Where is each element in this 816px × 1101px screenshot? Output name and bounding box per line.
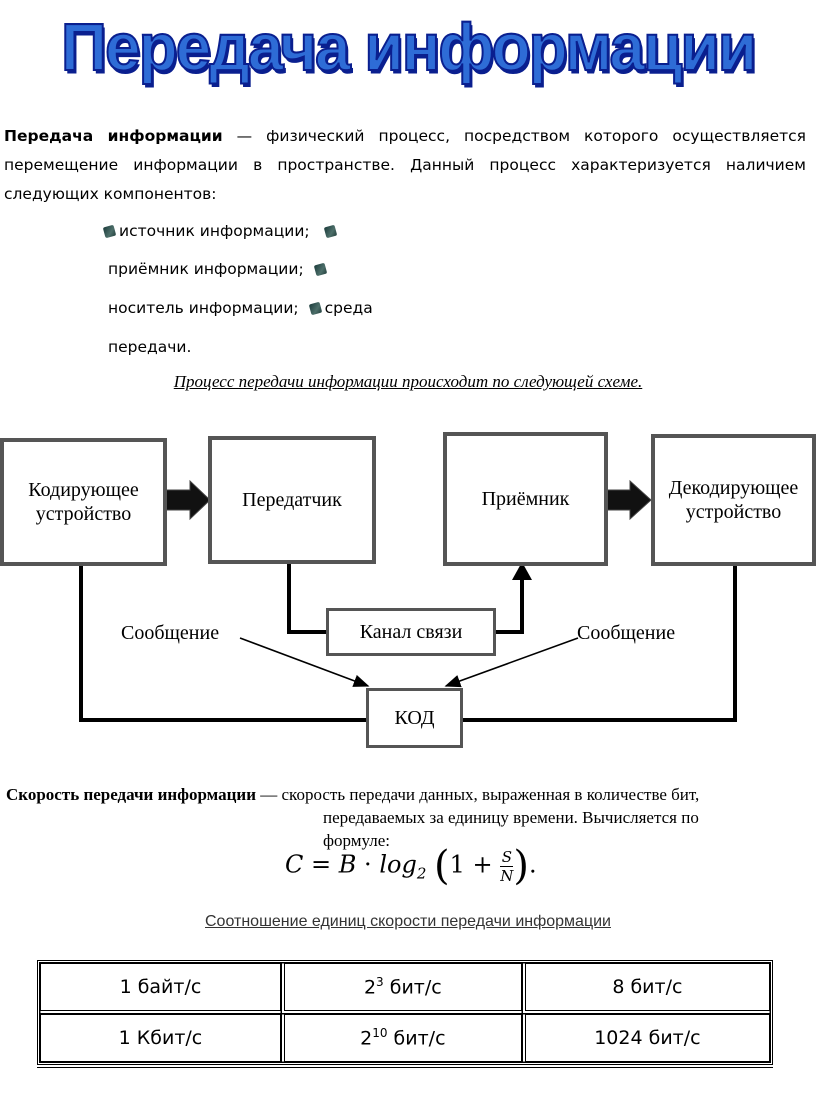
wire-left bbox=[79, 562, 83, 722]
table-row: 1 Кбит/с 210 бит/с 1024 бит/с bbox=[40, 1014, 770, 1062]
paren-close: ) bbox=[513, 843, 530, 889]
arrow-up-icon bbox=[512, 562, 532, 580]
wire-bottom-left bbox=[79, 718, 369, 722]
list-item: источник информации; bbox=[102, 222, 340, 240]
message-label-left: Сообщение bbox=[121, 622, 220, 644]
receiver-box: Приёмник bbox=[443, 432, 608, 566]
table-row: 1 байт/с 23 бит/с 8 бит/с bbox=[40, 963, 770, 1014]
fraction: S N bbox=[500, 847, 514, 885]
fat-arrow-icon bbox=[605, 479, 652, 521]
list-item: передачи. bbox=[108, 338, 192, 356]
paren-open: ( bbox=[434, 843, 450, 889]
wire-right bbox=[733, 562, 737, 722]
wire-tx-channel bbox=[287, 630, 329, 634]
message-label-right: Сообщение bbox=[577, 622, 676, 644]
encoder-box: Кодирующее устройство bbox=[0, 438, 167, 566]
wire-receiver bbox=[520, 578, 524, 634]
table-cell: 1 Кбит/с bbox=[40, 1014, 281, 1062]
code-box: КОД bbox=[366, 688, 463, 748]
intro-paragraph: Передача информации — физический процесс… bbox=[4, 122, 806, 209]
wire-transmitter bbox=[287, 562, 291, 634]
wire-bottom-right bbox=[460, 718, 737, 722]
table-cell: 8 бит/с bbox=[521, 963, 770, 1014]
arrow-to-code-left bbox=[239, 637, 370, 687]
channel-box: Канал связи bbox=[326, 608, 496, 656]
table-cell: 1024 бит/с bbox=[521, 1014, 770, 1062]
speed-definition: Скорость передачи информации — скорость … bbox=[6, 785, 700, 850]
table-caption: Соотношение единиц скорости передачи инф… bbox=[205, 913, 611, 930]
intro-text: — физический процесс, посредством которо… bbox=[4, 127, 806, 203]
intro-term: Передача информации bbox=[4, 127, 223, 145]
scheme-caption: Процесс передачи информации происходит п… bbox=[173, 372, 643, 391]
divider bbox=[37, 1067, 773, 1068]
wire-channel-rx bbox=[492, 630, 524, 634]
page-title: Передача информации bbox=[60, 8, 758, 86]
table-cell: 23 бит/с bbox=[280, 963, 522, 1014]
units-table: 1 байт/с 23 бит/с 8 бит/с 1 Кбит/с 210 б… bbox=[37, 960, 773, 1065]
table-cell: 1 байт/с bbox=[40, 963, 281, 1014]
table-cell: 210 бит/с bbox=[280, 1014, 522, 1062]
speed-term: Скорость передачи информации bbox=[6, 785, 257, 804]
arrow-to-code-right bbox=[444, 637, 579, 688]
list-item: носитель информации; среда bbox=[108, 299, 373, 317]
fat-arrow-icon bbox=[165, 479, 211, 521]
transmitter-box: Передатчик bbox=[208, 436, 376, 564]
list-item: приёмник информации; bbox=[108, 260, 330, 278]
shannon-formula: C = B · log2 (1 + S N ). bbox=[285, 843, 537, 889]
decoder-box: Декодирующее устройство bbox=[651, 434, 816, 566]
